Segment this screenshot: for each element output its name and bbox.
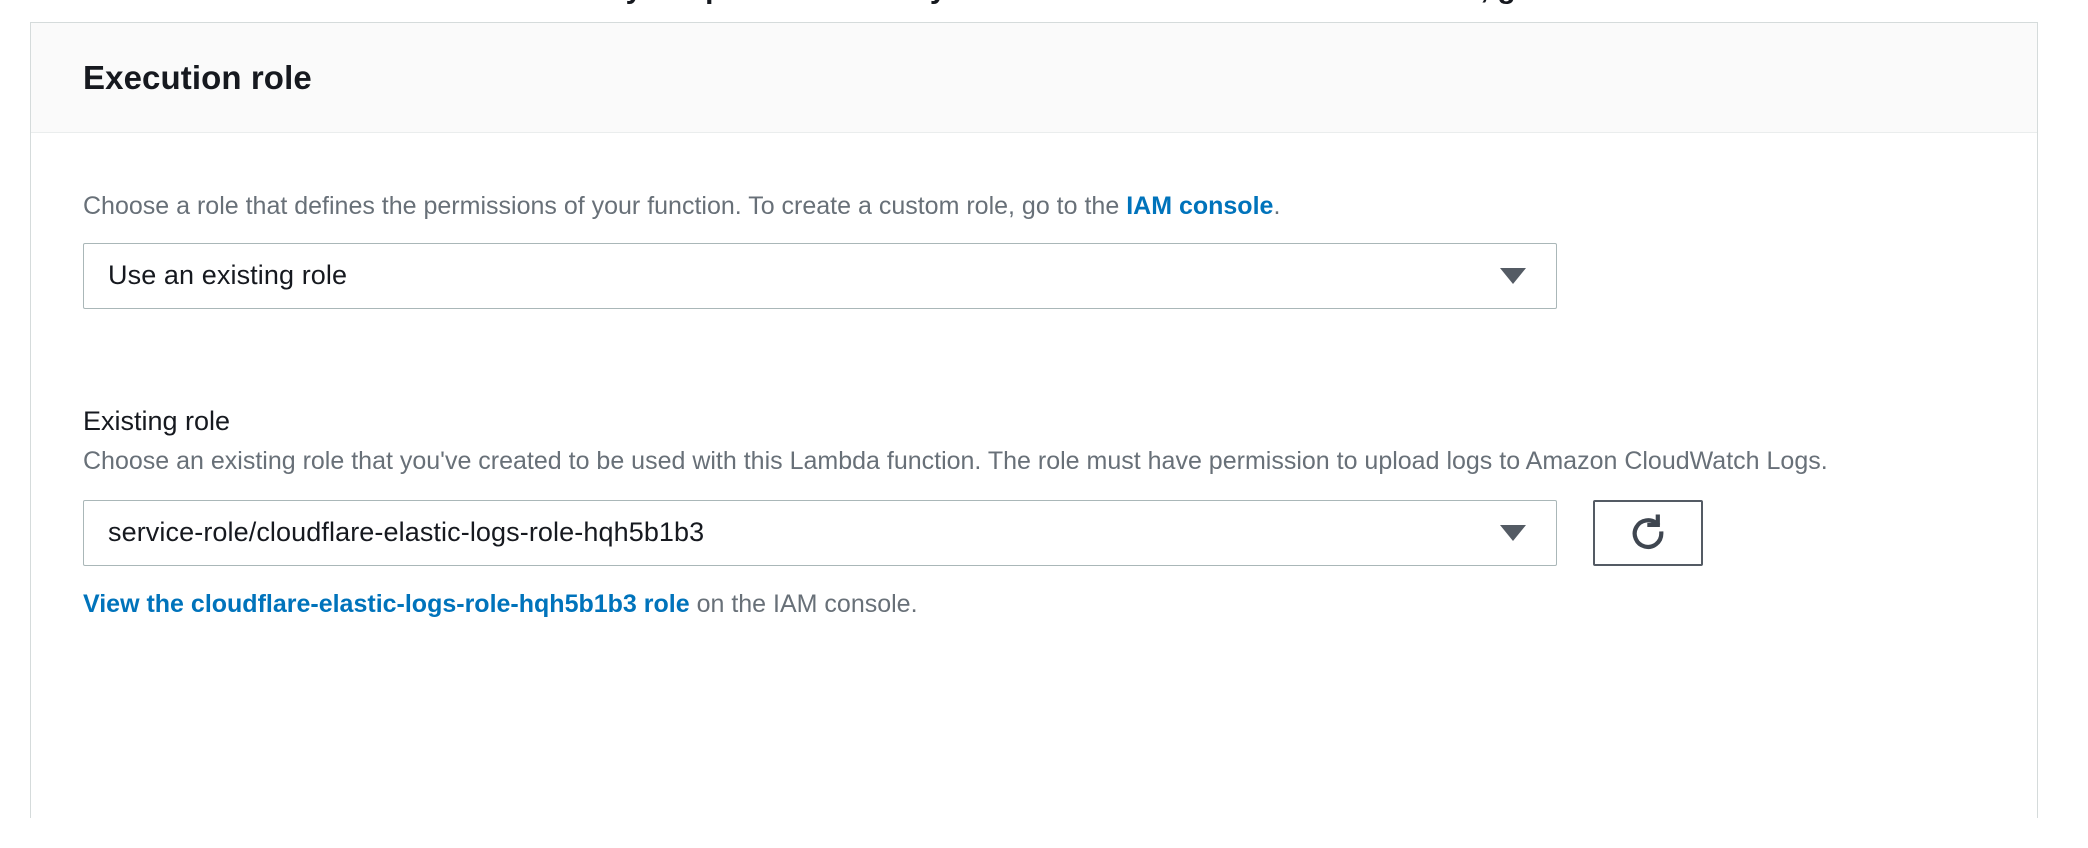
- existing-role-select-value: service-role/cloudflare-elastic-logs-rol…: [108, 517, 705, 548]
- existing-role-row: service-role/cloudflare-elastic-logs-rol…: [83, 499, 1985, 566]
- refresh-roles-button[interactable]: [1593, 499, 1703, 566]
- chevron-down-icon: [1500, 524, 1526, 541]
- existing-role-select[interactable]: service-role/cloudflare-elastic-logs-rol…: [83, 499, 1557, 566]
- role-choice-field: Use an existing role: [83, 242, 1985, 309]
- card-header: Execution role: [31, 23, 2037, 133]
- card-body: Choose a role that defines the permissio…: [31, 133, 2037, 622]
- role-choice-description: Choose a role that defines the permissio…: [83, 189, 1985, 225]
- role-choice-description-suffix: .: [1273, 192, 1281, 220]
- section-spacer: [83, 309, 1985, 405]
- chevron-down-icon: [1500, 267, 1526, 284]
- existing-role-footer-note: View the cloudflare-elastic-logs-role-hq…: [83, 588, 1985, 622]
- role-choice-select[interactable]: Use an existing role: [83, 242, 1557, 309]
- page-title: Execution role: [83, 59, 312, 96]
- existing-role-label: Existing role: [83, 405, 231, 436]
- iam-console-link[interactable]: IAM console: [1126, 192, 1274, 220]
- existing-role-field: Existing role Choose an existing role th…: [83, 405, 1985, 622]
- view-role-link[interactable]: View the cloudflare-elastic-logs-role-hq…: [83, 589, 690, 618]
- view-role-suffix: on the IAM console.: [689, 589, 918, 618]
- existing-role-description: Choose an existing role that you've crea…: [83, 447, 1828, 476]
- role-choice-description-prefix: Choose a role that defines the permissio…: [83, 192, 1127, 220]
- refresh-icon: [1627, 512, 1669, 554]
- clipped-top-text: ...y the permissions of your function. T…: [600, 0, 1626, 6]
- execution-role-card: Execution role Choose a role that define…: [30, 22, 2038, 818]
- role-choice-select-value: Use an existing role: [108, 260, 348, 290]
- role-choice-select-wrap: Use an existing role: [83, 242, 1557, 309]
- existing-role-select-wrap: service-role/cloudflare-elastic-logs-rol…: [83, 499, 1557, 566]
